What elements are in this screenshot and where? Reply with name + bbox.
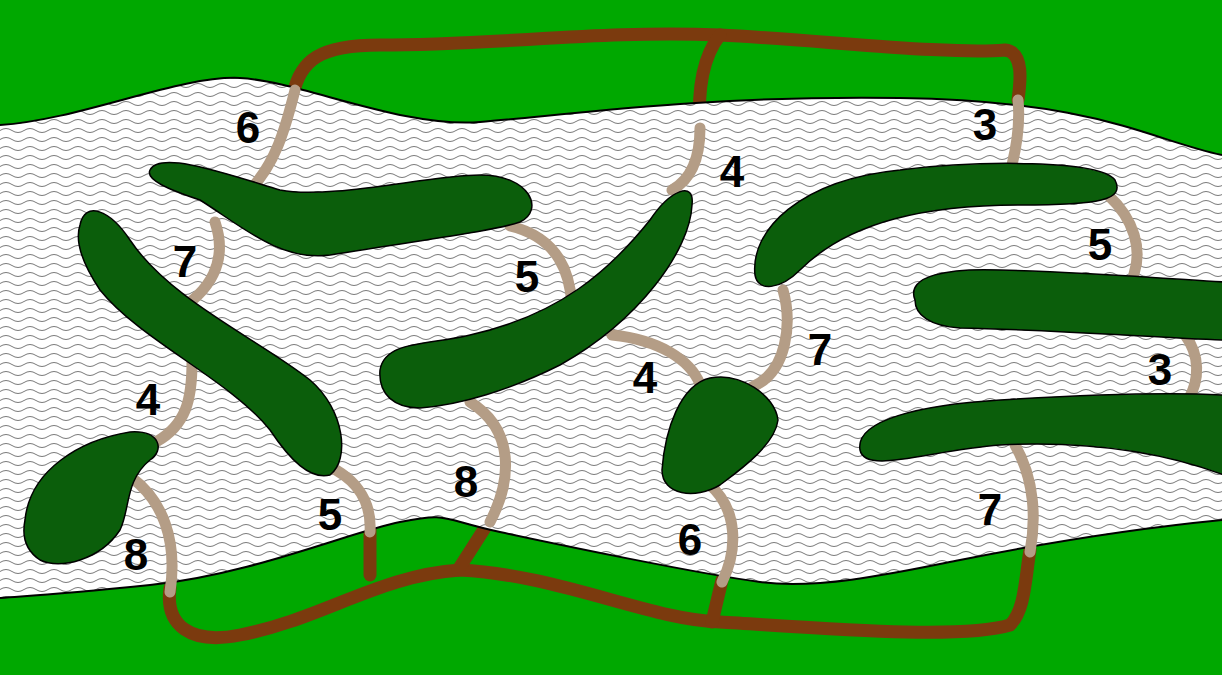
bridge-number: 8: [454, 460, 478, 504]
island: [860, 394, 1222, 475]
bridge: [510, 226, 572, 305]
bridge-number: 6: [236, 106, 260, 150]
river-bank: [0, 78, 1222, 155]
bridges: [132, 90, 1197, 592]
bridge-number: 7: [808, 328, 832, 372]
river: [0, 78, 1222, 598]
bridge-number: 5: [515, 255, 539, 299]
bridge-number: 5: [318, 493, 342, 537]
river-bank: [0, 517, 1222, 598]
bridge: [710, 485, 733, 582]
bridge-number: 8: [124, 533, 148, 577]
bridge: [1185, 335, 1197, 400]
islands: [24, 163, 1222, 564]
bridge: [1108, 195, 1137, 274]
bridge: [1012, 100, 1019, 165]
road: [293, 34, 1020, 100]
bridge-number: 4: [720, 150, 744, 194]
bridge-number: 3: [1148, 348, 1172, 392]
bridge: [1015, 445, 1033, 552]
bridge-number: 7: [978, 488, 1002, 532]
bridge-number: 7: [173, 240, 197, 284]
bridge-number: 5: [1088, 223, 1112, 267]
island: [149, 163, 532, 256]
bridge: [752, 290, 787, 387]
island: [755, 163, 1117, 286]
bridge-number: 4: [136, 378, 160, 422]
island: [914, 270, 1222, 340]
bridge-number: 4: [633, 356, 657, 400]
bridge: [156, 362, 192, 442]
bridge-number: 6: [678, 518, 702, 562]
bridge: [672, 128, 700, 190]
island: [380, 191, 692, 408]
bridge-number: 3: [973, 103, 997, 147]
island: [662, 377, 778, 493]
